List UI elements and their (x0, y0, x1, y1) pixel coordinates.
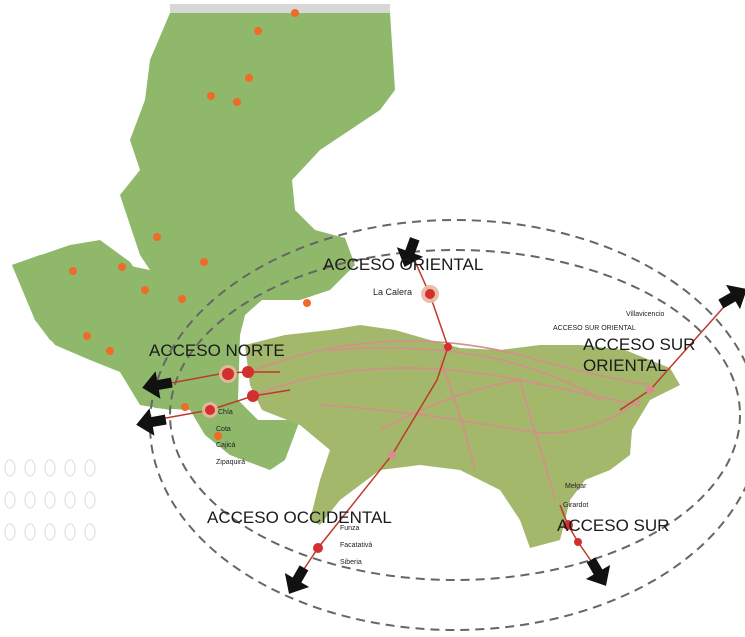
place-cota: Cota (216, 426, 231, 433)
label-acceso-norte: ACCESO NORTE (149, 341, 285, 360)
urban-area (245, 325, 680, 548)
arrow-sur-icon (585, 557, 611, 586)
road-sur (559, 504, 597, 569)
village-dots (69, 9, 311, 440)
access-nodes (202, 285, 654, 553)
urban-road-5 (439, 359, 476, 471)
place-cajica: Cajicá (216, 442, 236, 449)
place-villavicencio: Villavicencio (626, 311, 664, 318)
urban-road-2 (254, 367, 641, 406)
arrow-norte-1-icon (142, 371, 173, 399)
place-chia: Chía (218, 409, 233, 416)
urban-road-4 (319, 399, 641, 434)
arrow-sur-oriental-icon (718, 284, 745, 310)
faint-pattern (4, 459, 96, 541)
place-siberia: Siberia (340, 559, 362, 566)
urban-road-1 (249, 340, 651, 386)
label-acceso-oriental: ACCESO ORIENTAL (323, 255, 483, 274)
arrow-oriental-icon (396, 237, 424, 268)
arrow-norte-2-icon (136, 408, 167, 436)
label-acceso-sur-oriental-2: ORIENTAL (583, 356, 667, 375)
region-left-lobe (12, 240, 180, 410)
urban-road-3 (329, 347, 601, 401)
place-funza: Funza (340, 525, 360, 532)
ring-inner (169, 249, 741, 581)
place-la-calera: La Calera (373, 287, 412, 297)
place-girardot: Girardot (563, 502, 588, 509)
top-band (170, 4, 390, 13)
label-acceso-sur-oriental-1: ACCESO SUR (583, 335, 695, 354)
label-acceso-sur: ACCESO SUR (557, 516, 669, 535)
urban-road-7 (379, 379, 521, 431)
road-norte-2 (154, 389, 291, 421)
arrow-occidental-icon (284, 565, 310, 594)
place-acceso-sur-oriental: ACCESO SUR ORIENTAL (553, 325, 636, 332)
label-acceso-occidental: ACCESO OCCIDENTAL (207, 508, 392, 527)
place-facatativa: Facatativá (340, 542, 372, 549)
urban-road-6 (519, 379, 556, 501)
place-zipaquira: Zipaquirá (216, 459, 245, 466)
place-melgar: Melgar (565, 483, 587, 490)
